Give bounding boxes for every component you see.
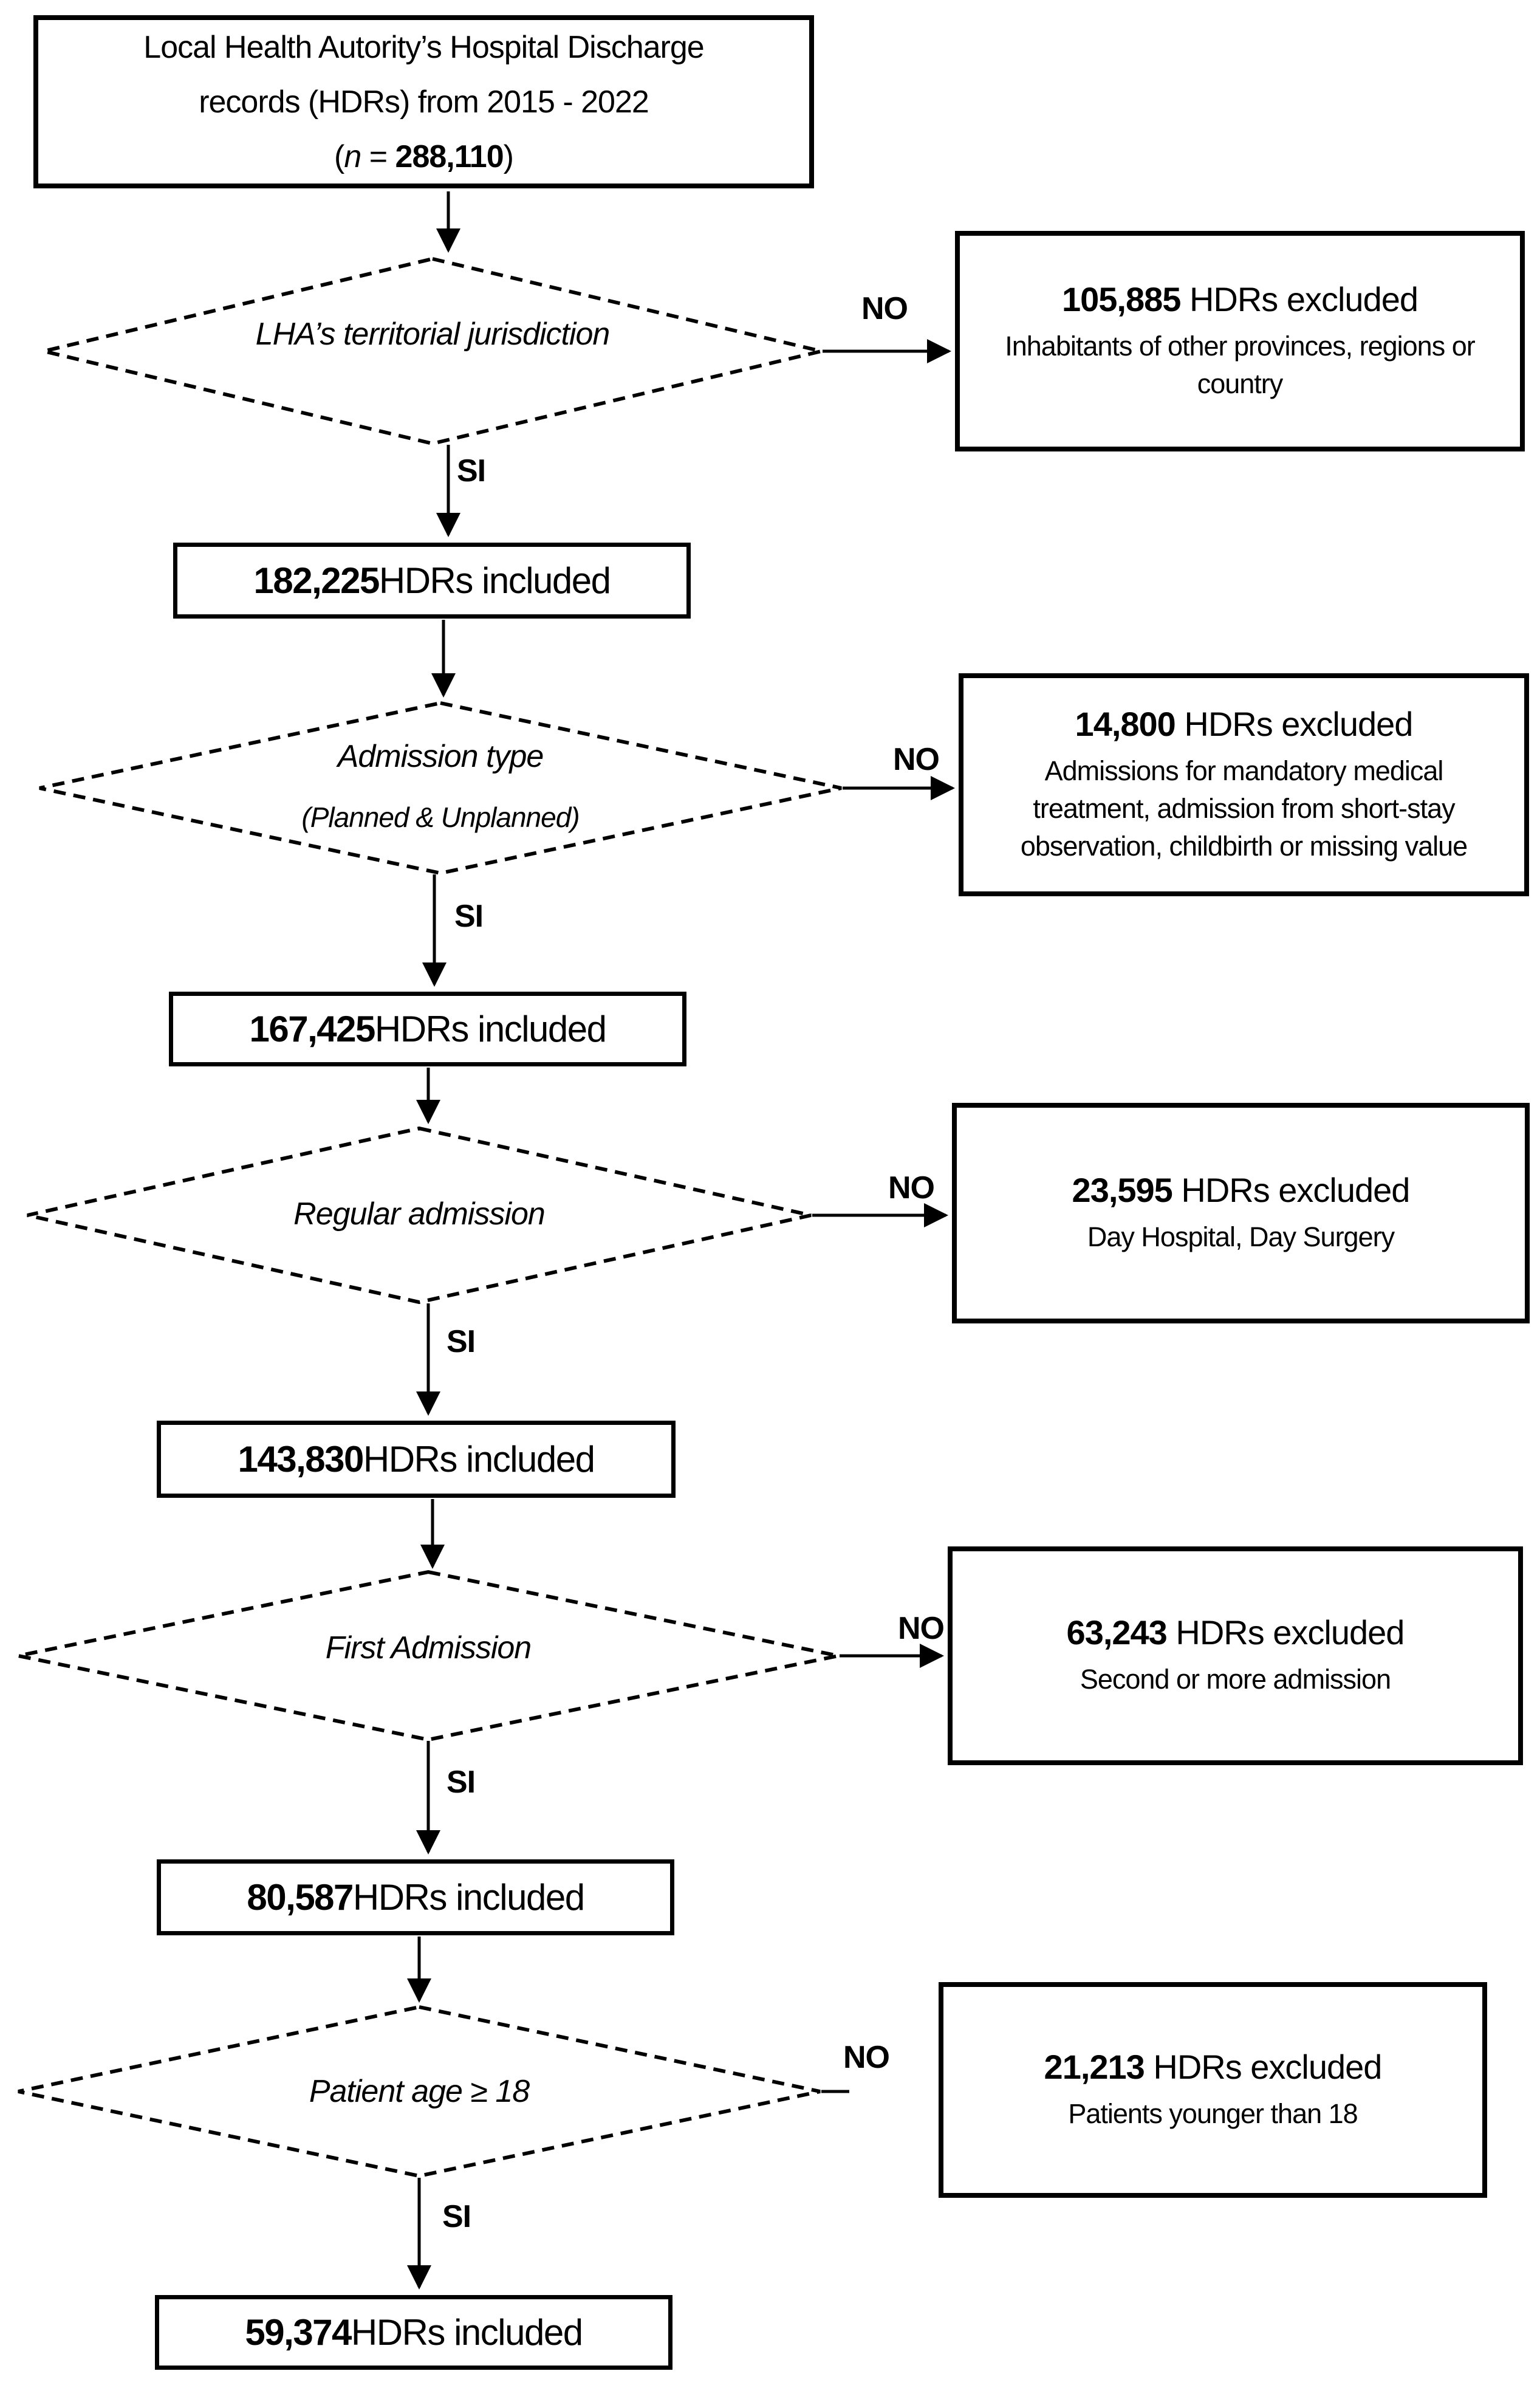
excluded-head-3: 23,595 HDRs excluded	[1072, 1170, 1411, 1209]
excluded-box-first-admission: 63,243 HDRs excluded Second or more admi…	[948, 1546, 1523, 1765]
decision-label-admission-type-main: Admission type	[337, 739, 544, 774]
decision-label-admission-type-sub: (Planned & Unplanned)	[301, 801, 580, 833]
included-box-1: 182,225 HDRs included	[173, 543, 691, 619]
decision-label-admission-type: Admission type (Planned & Unplanned)	[137, 726, 744, 848]
excluded-detail-3: Day Hospital, Day Surgery	[1087, 1221, 1395, 1252]
included-box-final: 59,374 HDRs included	[155, 2295, 672, 2370]
excluded-box-admission-type: 14,800 HDRs excluded Admissions for mand…	[959, 673, 1529, 896]
decision-diamond-admission-type	[39, 701, 842, 876]
excluded-detail-4: Second or more admission	[1080, 1664, 1391, 1695]
included-count-2: 167,425	[249, 1009, 375, 1049]
no-label-regular-admission: NO	[888, 1170, 935, 1206]
included-text-4: HDRs included	[352, 1877, 585, 1918]
included-box-4: 80,587 HDRs included	[157, 1859, 674, 1935]
decision-diamond-first-admission	[18, 1570, 839, 1742]
included-text-2: HDRs included	[374, 1009, 607, 1049]
excluded-box-regular-admission: 23,595 HDRs excluded Day Hospital, Day S…	[952, 1103, 1530, 1323]
decision-label-regular-admission: Regular admission	[293, 1196, 546, 1232]
no-label-jurisdiction: NO	[861, 291, 908, 326]
included-count-1: 182,225	[253, 560, 380, 601]
decision-label-patient-age: Patient age ≥ 18	[309, 2074, 530, 2109]
decision-label-jurisdiction: LHA’s territorial jurisdiction	[255, 317, 611, 352]
decision-diamond-patient-age	[18, 2005, 821, 2178]
decision-label-first-admission: First Admission	[325, 1630, 532, 1666]
si-label-jurisdiction: SI	[457, 453, 486, 489]
decision-diamond-jurisdiction	[43, 256, 822, 446]
si-label-admission-type: SI	[454, 899, 484, 934]
si-label-regular-admission: SI	[447, 1324, 476, 1359]
excluded-detail-1: Inhabitants of other provinces, regions …	[1005, 330, 1475, 399]
included-box-2: 167,425 HDRs included	[169, 992, 686, 1066]
included-count-4: 80,587	[247, 1877, 354, 1918]
excluded-box-jurisdiction: 105,885 HDRs excluded Inhabitants of oth…	[955, 231, 1525, 451]
excluded-box-patient-age: 21,213 HDRs excluded Patients younger th…	[939, 1982, 1487, 2198]
no-label-patient-age: NO	[843, 2040, 890, 2075]
excluded-detail-5: Patients younger than 18	[1068, 2098, 1358, 2129]
start-box-line1: Local Health Autority’s Hospital Dischar…	[143, 29, 704, 65]
excluded-head-4: 63,243 HDRs excluded	[1066, 1613, 1405, 1652]
decision-diamond-regular-admission	[27, 1126, 812, 1305]
start-box-line2: records (HDRs) from 2015 - 2022	[199, 84, 649, 120]
included-text-final: HDRs included	[351, 2312, 583, 2353]
excluded-detail-2: Admissions for mandatory medical treatme…	[1020, 755, 1468, 862]
si-label-first-admission: SI	[447, 1765, 476, 1800]
excluded-head-5: 21,213 HDRs excluded	[1044, 2047, 1383, 2086]
no-label-first-admission: NO	[898, 1611, 945, 1646]
included-text-3: HDRs included	[363, 1439, 595, 1480]
included-text-1: HDRs included	[378, 560, 611, 601]
start-box-count: (n = 288,110)	[334, 139, 514, 174]
excluded-head-1: 105,885 HDRs excluded	[1061, 280, 1419, 318]
excluded-head-2: 14,800 HDRs excluded	[1075, 704, 1414, 743]
si-label-patient-age: SI	[442, 2199, 471, 2234]
included-count-final: 59,374	[245, 2312, 352, 2353]
included-count-3: 143,830	[238, 1439, 364, 1480]
start-box: Local Health Autority’s Hospital Dischar…	[33, 15, 814, 188]
included-box-3: 143,830 HDRs included	[157, 1421, 676, 1498]
no-label-admission-type: NO	[893, 742, 940, 777]
